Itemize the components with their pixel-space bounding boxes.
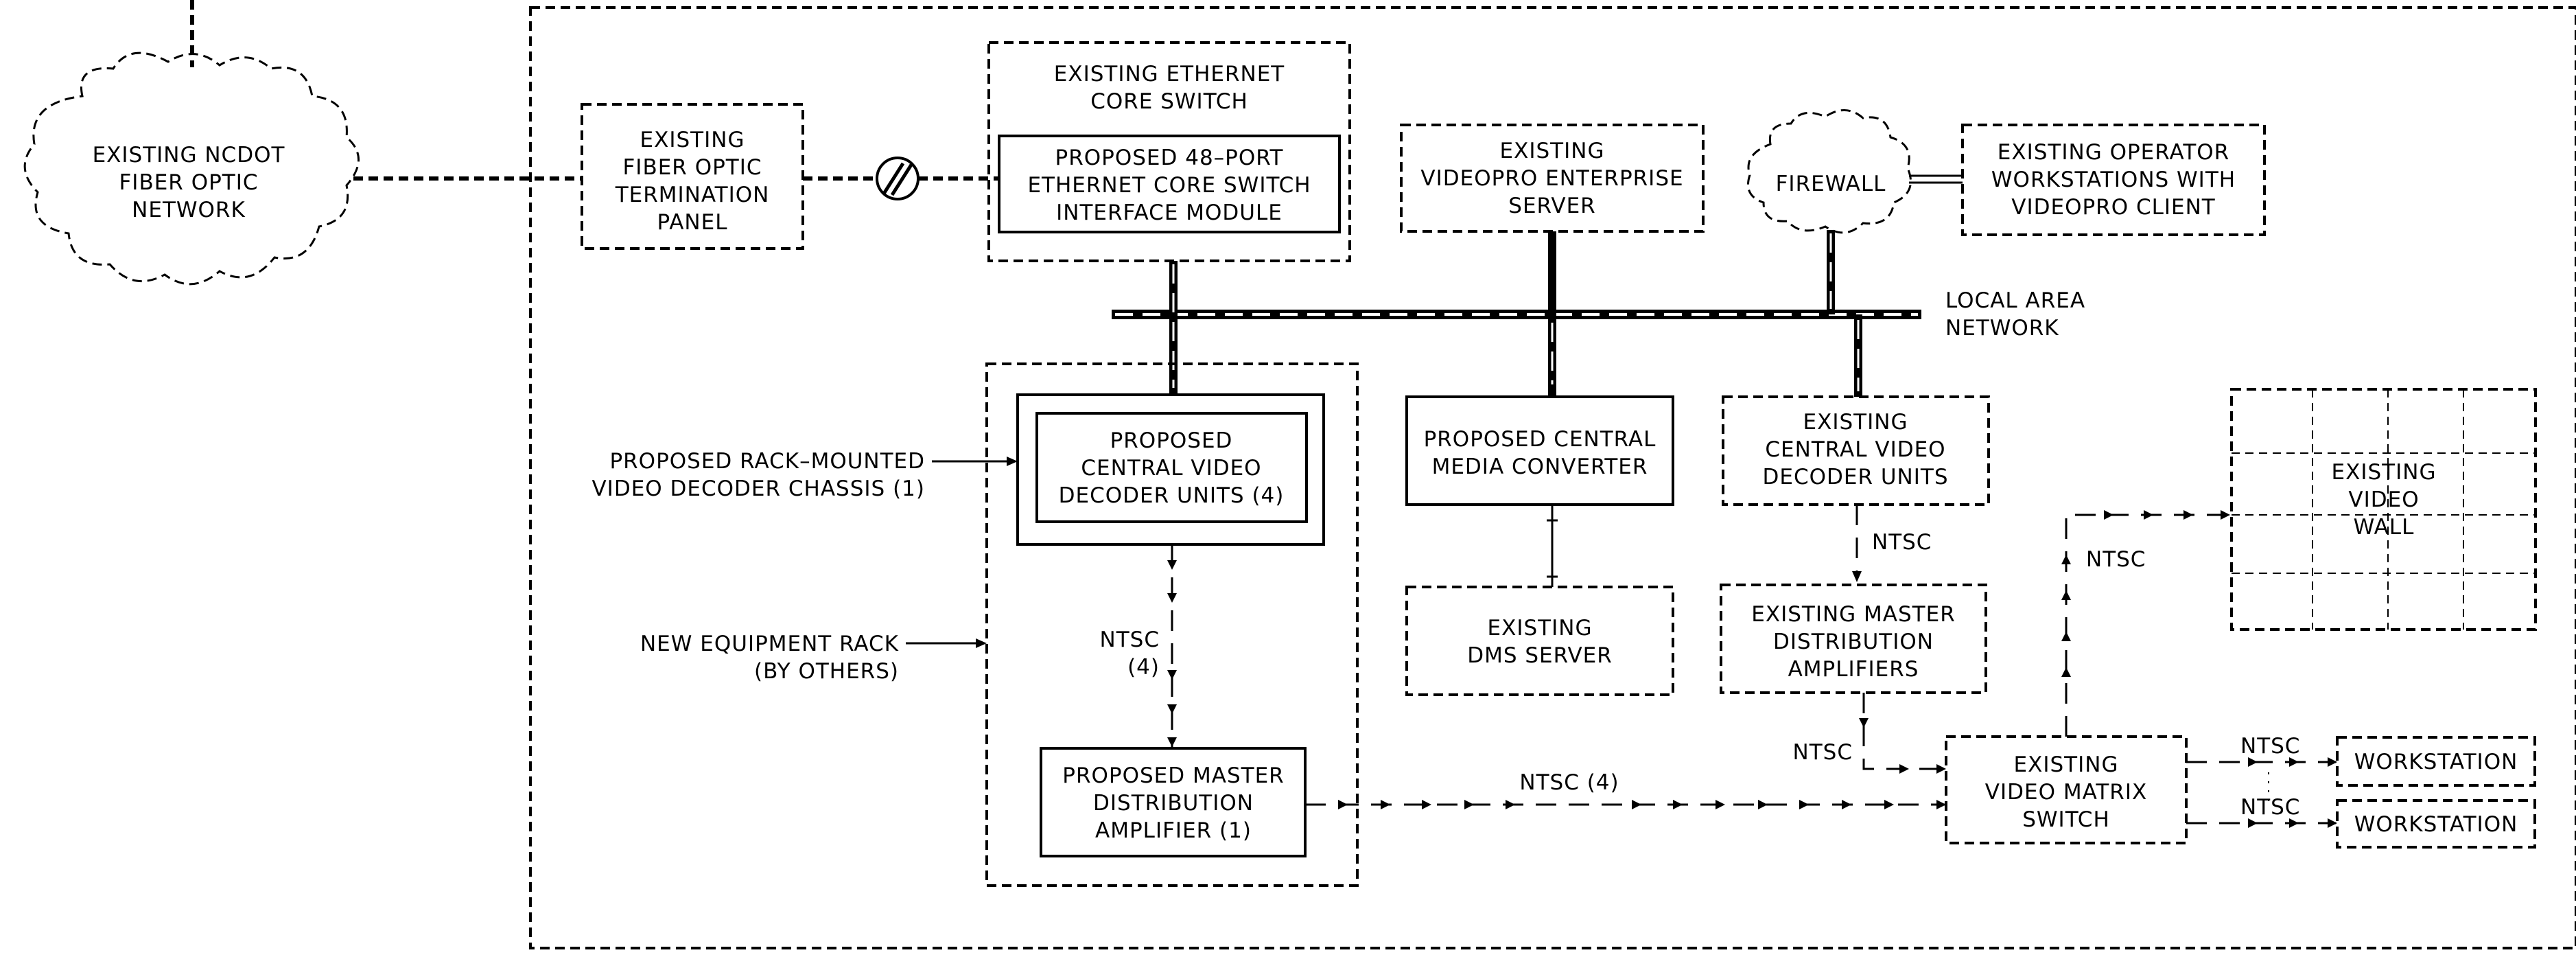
module-label-2: ETHERNET CORE SWITCH [1027,173,1311,198]
existing-decoders-to-mda-arrowhead [1852,571,1862,582]
operator-workstations: EXISTING OPERATOR WORKSTATIONS WITH VIDE… [1961,124,2266,236]
firewall-label: FIREWALL [1776,172,1886,196]
existing-master-distribution-amplifiers: EXISTING MASTER DISTRIBUTION AMPLIFIERS [1720,584,1987,694]
switch-label-2: CORE SWITCH [1090,89,1248,114]
panel-label-1: EXISTING [640,128,745,152]
existing-dms-server: EXISTING DMS SERVER [1405,586,1674,696]
ntsc-ws2-label: NTSC [2240,795,2300,820]
firewall-cloud: FIREWALL [1747,109,1912,234]
ncdot-network-cloud: EXISTING NCDOT FIBER OPTIC NETWORK [23,51,360,286]
existing-decoder-units: EXISTING CENTRAL VIDEO DECODER UNITS [1722,395,1990,506]
chassis-callout-1: PROPOSED RACK–MOUNTED [609,449,925,474]
rack-callout-arrowhead [976,638,987,648]
fiber-termination-panel: EXISTING FIBER OPTIC TERMINATION PANEL [581,103,804,250]
rack-callout-2: (BY OTHERS) [754,659,899,684]
wall-label-3: WALL [2354,515,2415,540]
module-label-3: INTERFACE MODULE [1056,200,1283,225]
module-label-1: PROPOSED 48–PORT [1055,146,1284,170]
ntsc-4-label: NTSC (4) [1519,770,1619,795]
project-boundary [529,6,2576,949]
ws2-arrowhead-2 [2289,818,2299,828]
chassis-callout-arrowhead [1007,457,1018,466]
videopro-label-1: EXISTING [1500,139,1605,163]
existing-decoders-label-1: EXISTING [1803,410,1908,435]
existing-mda-arrowhead-3 [1936,764,1946,774]
ethernet-core-switch: EXISTING ETHERNET CORE SWITCH PROPOSED 4… [987,41,1351,262]
ncdot-label-3: NETWORK [132,198,246,222]
existing-decoders-label-3: DECODER UNITS [1763,465,1949,489]
lan-label-1: LOCAL AREA [1945,288,2085,313]
videopro-server: EXISTING VIDEOPRO ENTERPRISE SERVER [1400,124,1705,233]
operator-label-3: VIDEOPRO CLIENT [2011,195,2216,220]
ntsc-4-stacked-label-1: NTSC [1100,627,1160,652]
mda-to-matrix-arrowheads [1338,800,1946,809]
ntsc-wall-label: NTSC [2086,547,2146,572]
existing-video-wall: EXISTING VIDEO WALL [2230,388,2537,631]
rack-callout-1: NEW EQUIPMENT RACK [640,632,899,656]
proposed-decoder-chassis: PROPOSED CENTRAL VIDEO DECODER UNITS (4) [1016,393,1325,546]
decoders-label-2: CENTRAL VIDEO [1081,456,1261,481]
ntsc-mda-out-label: NTSC [1793,740,1853,765]
existing-mda-to-matrix-link [1862,693,1945,770]
ws2-arrowhead-3 [2328,818,2337,828]
ncdot-label-2: FIBER OPTIC [119,170,258,195]
panel-label-4: PANEL [657,210,728,235]
matrix-to-wall-link [2065,514,2230,737]
ws1-arrowhead-3 [2328,757,2337,767]
proposed-master-distribution-amplifier: PROPOSED MASTER DISTRIBUTION AMPLIFIER (… [1040,747,1307,857]
fiber-splice-icon [876,157,920,200]
decoders-to-mda-arrowheads [1167,560,1177,747]
workstation-2-label: WORKSTATION [2354,812,2518,837]
proposed-media-converter: PROPOSED CENTRAL MEDIA CONVERTER [1405,395,1674,506]
existing-mda-label-1: EXISTING MASTER [1751,602,1955,627]
panel-label-2: FIBER OPTIC [622,155,762,180]
ws1-arrowhead-1 [2248,757,2258,767]
lan-label-2: NETWORK [1945,316,2059,341]
converter-label-2: MEDIA CONVERTER [1432,454,1648,479]
panel-label-3: TERMINATION [615,183,770,207]
operator-label-2: WORKSTATIONS WITH [1991,168,2236,192]
ws1-arrowhead-2 [2289,757,2299,767]
matrix-label-1: EXISTING [2014,752,2119,777]
existing-mda-label-2: DISTRIBUTION [1773,630,1934,654]
matrix-to-wall-arrowheads [2061,510,2230,677]
proposed-mda-label-3: AMPLIFIER (1) [1095,818,1252,843]
chassis-callout-2: VIDEO DECODER CHASSIS (1) [592,476,925,501]
wall-label-1: EXISTING [2332,460,2437,485]
ws2-arrowhead-1 [2248,818,2258,828]
workstation-1: WORKSTATION [2336,736,2536,787]
operator-label-1: EXISTING OPERATOR [1998,140,2229,165]
matrix-label-3: SWITCH [2022,807,2110,832]
ntsc-4-stacked-label-2: (4) [1127,655,1160,680]
existing-mda-arrowhead-2 [1899,764,1909,774]
matrix-label-2: VIDEO MATRIX [1985,780,2147,805]
videopro-label-3: SERVER [1508,194,1595,218]
workstation-1-label: WORKSTATION [2354,750,2518,774]
existing-video-matrix-switch: EXISTING VIDEO MATRIX SWITCH [1945,735,2188,844]
dms-label-1: EXISTING [1488,616,1593,641]
decoders-label-3: DECODER UNITS (4) [1059,483,1285,508]
workstation-2: WORKSTATION [2336,799,2536,849]
proposed-mda-label-2: DISTRIBUTION [1093,791,1254,816]
ntsc-ws1-label: NTSC [2240,734,2300,759]
converter-label-1: PROPOSED CENTRAL [1424,427,1656,452]
dms-label-2: DMS SERVER [1467,643,1613,668]
proposed-mda-label-1: PROPOSED MASTER [1062,763,1284,788]
switch-label-1: EXISTING ETHERNET [1054,62,1285,87]
ntsc-existing-label: NTSC [1872,530,1932,555]
core-switch-module [998,135,1341,233]
decoders-label-1: PROPOSED [1110,428,1233,453]
ncdot-label-1: EXISTING NCDOT [93,143,285,168]
wall-label-2: VIDEO [2348,487,2419,512]
existing-decoders-label-2: CENTRAL VIDEO [1765,437,1945,462]
new-equipment-rack [985,362,1359,887]
videopro-label-2: VIDEOPRO ENTERPRISE [1420,166,1683,191]
existing-mda-arrowhead-1 [1859,718,1869,728]
existing-mda-label-3: AMPLIFIERS [1788,657,1919,682]
